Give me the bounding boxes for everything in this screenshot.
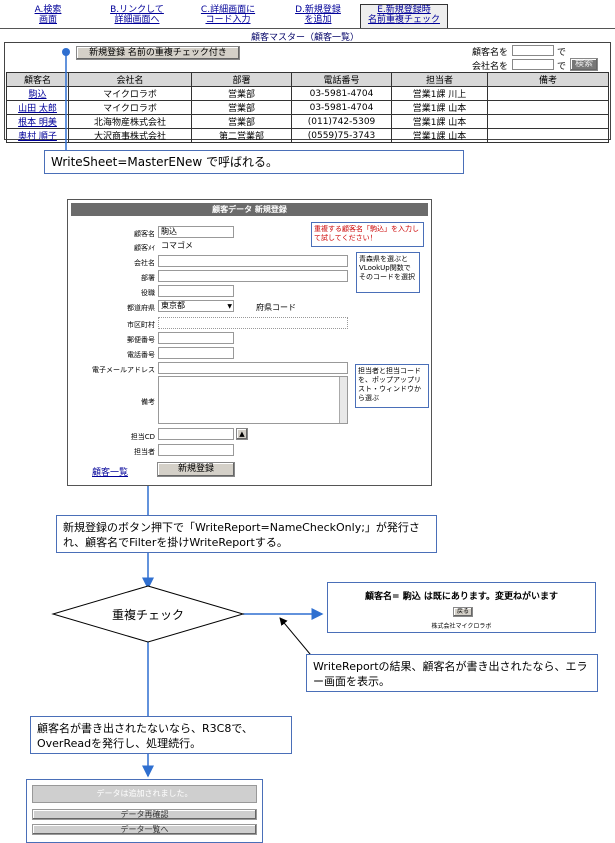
page-title: 顧客マスター（顧客一覧） xyxy=(250,33,359,43)
callout-vlookup: 青森県を選ぶとVLookUp関数でそのコードを選択 xyxy=(356,252,420,293)
table-header-row: 顧客名 会社名 部署 電話番号 担当者 備考 xyxy=(6,72,609,87)
dept-input[interactable] xyxy=(158,270,348,282)
header-notes: 備考 xyxy=(487,72,609,87)
customer-list-link[interactable]: 顧客一覧 xyxy=(92,468,129,478)
notes-textarea[interactable] xyxy=(158,376,348,424)
staff-code-input[interactable] xyxy=(158,428,234,440)
label-customer-name: 顧客名 xyxy=(134,230,155,238)
tab-divider xyxy=(0,28,615,29)
note-writereport: 新規登録のボタン押下で「WriteReport=NameCheckOnly;」が… xyxy=(56,515,437,553)
form-header: 顧客データ 新規登録 xyxy=(71,203,428,216)
note-overread: 顧客名が書き出されたないなら、R3C8で、OverReadを発行し、処理続行。 xyxy=(30,716,292,754)
label-city: 市区町村 xyxy=(127,321,155,329)
register-button[interactable]: 新規登録 xyxy=(157,462,235,477)
tab-bar: A.検索 画面 B.リンクして 詳細画面へ C.詳細画面に コード入力 D.新規… xyxy=(0,0,615,28)
completion-message: データは追加されました。 xyxy=(32,785,257,803)
customer-search-suffix: で xyxy=(557,48,567,58)
decision-label: 重複チェック xyxy=(111,608,184,622)
notes-scrollbar[interactable] xyxy=(339,377,347,423)
prefecture-value: 東京都 xyxy=(161,301,185,310)
company-input[interactable] xyxy=(158,255,348,267)
flow-start-dot xyxy=(62,48,70,56)
customer-search-input[interactable] xyxy=(512,45,554,56)
phone-input[interactable] xyxy=(158,347,234,359)
callout-duplicate-hint: 重複する顧客名「駒込」を入力して試してください！ xyxy=(311,222,424,247)
table-row: 根本 明美 北海物産株式会社 営業部 (011)742-5309 営業1課 山本 xyxy=(6,114,609,129)
header-company: 会社名 xyxy=(68,72,192,87)
completion-screen: データは追加されました。 データ再確認 データ一覧へ xyxy=(26,779,263,843)
tab-duplicate-check[interactable]: E.新規登録時 名前重複チェック xyxy=(360,4,448,28)
company-search-label: 会社名を xyxy=(472,62,509,72)
staff-input[interactable] xyxy=(158,444,234,456)
label-email: 電子メールアドレス xyxy=(92,366,155,374)
customer-search-label: 顧客名を xyxy=(472,48,509,58)
city-input[interactable] xyxy=(158,317,348,329)
label-staff: 担当者 xyxy=(134,448,155,456)
tab-new-record[interactable]: D.新規登録 を追加 xyxy=(295,5,341,25)
label-title: 役職 xyxy=(141,289,155,297)
popup-picker-button[interactable]: ▲ xyxy=(236,428,248,440)
label-customer-kana: 顧客ﾒｲ xyxy=(134,244,155,252)
error-screen: 顧客名= 駒込 は既にあります。変更ねがいます 戻る 株式会社マイクロラボ xyxy=(327,582,596,633)
table-row: 奥村 順子 大沢商事株式会社 第二営業部 (0559)75-3743 営業1課 … xyxy=(6,128,609,143)
zip-input[interactable] xyxy=(158,332,234,344)
label-phone: 電話番号 xyxy=(127,351,155,359)
prefecture-select[interactable]: 東京都 ▼ xyxy=(158,300,234,312)
error-message: 顧客名= 駒込 は既にあります。変更ねがいます xyxy=(365,592,558,602)
error-footer: 株式会社マイクロラボ xyxy=(431,623,492,630)
new-with-check-button[interactable]: 新規登録 名前の重複チェック付き xyxy=(76,46,240,60)
company-search-input[interactable] xyxy=(512,59,554,70)
customer-link[interactable]: 奥村 順子 xyxy=(6,128,69,143)
customer-name-input[interactable]: 駒込 xyxy=(158,226,234,238)
tab-link-detail[interactable]: B.リンクして 詳細画面へ xyxy=(110,5,164,25)
customer-kana-input[interactable]: コマゴメ xyxy=(158,240,234,252)
pref-code-label: 府県コード xyxy=(256,303,296,312)
tab-search[interactable]: A.検索 画面 xyxy=(34,5,62,25)
list-button[interactable]: データ一覧へ xyxy=(32,824,257,835)
label-staff-code: 担当CD xyxy=(130,433,155,441)
recheck-button[interactable]: データ再確認 xyxy=(32,809,257,820)
header-dept: 部署 xyxy=(191,72,292,87)
label-zip: 郵便番号 xyxy=(127,336,155,344)
title-input[interactable] xyxy=(158,285,234,297)
note-error-display: WriteReportの結果、顧客名が書き出されたなら、エラー画面を表示。 xyxy=(306,654,598,692)
label-prefecture: 都道府県 xyxy=(127,304,155,312)
label-dept: 部署 xyxy=(141,274,155,282)
customer-table: 顧客名 会社名 部署 電話番号 担当者 備考 駒込 マイクロラボ 営業部 03-… xyxy=(6,72,609,143)
label-notes: 備考 xyxy=(141,398,155,406)
chevron-down-icon: ▼ xyxy=(227,303,232,310)
cell-notes xyxy=(487,128,609,143)
decision-diamond xyxy=(51,585,245,643)
search-button[interactable]: 検索 xyxy=(570,58,598,71)
company-search-suffix: で xyxy=(557,62,567,72)
note-writesheet: WriteSheet=MasterENew で呼ばれる。 xyxy=(44,150,464,174)
label-company: 会社名 xyxy=(134,259,155,267)
callout-popup: 担当者と担当コードを、ポップアップリスト・ウィンドウから選ぶ xyxy=(355,364,429,408)
header-staff: 担当者 xyxy=(391,72,488,87)
email-input[interactable] xyxy=(158,362,348,374)
cell-dept: 第二営業部 xyxy=(191,128,292,143)
back-button[interactable]: 戻る xyxy=(453,607,473,617)
tab-detail-code[interactable]: C.詳細画面に コード入力 xyxy=(200,5,256,25)
note3-pointer xyxy=(279,617,316,661)
